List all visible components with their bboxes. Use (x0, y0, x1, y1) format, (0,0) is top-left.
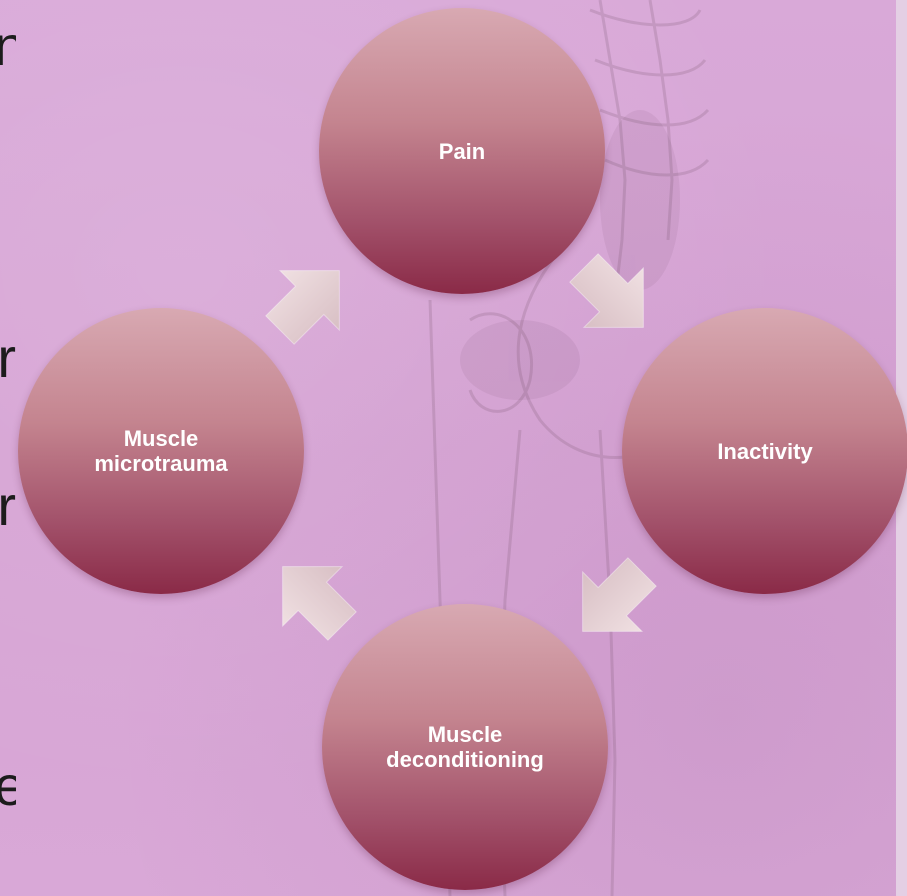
cycle-node-muscle-microtrauma-label: Muscle microtrauma (56, 426, 266, 476)
cycle-node-inactivity: Inactivity (622, 308, 907, 594)
cycle-node-pain: Pain (319, 8, 605, 294)
arrow-inactivity-to-deconditioning (553, 542, 672, 661)
cycle-node-muscle-deconditioning-label: Muscle deconditioning (360, 722, 570, 772)
arrow-deconditioning-to-microtrauma (253, 537, 372, 656)
cycle-node-muscle-deconditioning: Muscle deconditioning (322, 604, 608, 890)
cycle-node-muscle-microtrauma: Muscle microtrauma (18, 308, 304, 594)
cycle-node-inactivity-label: Inactivity (660, 439, 870, 464)
cycle-node-pain-label: Pain (357, 139, 567, 164)
arrow-pain-to-inactivity (554, 238, 673, 357)
arrow-microtrauma-to-pain (250, 241, 369, 360)
